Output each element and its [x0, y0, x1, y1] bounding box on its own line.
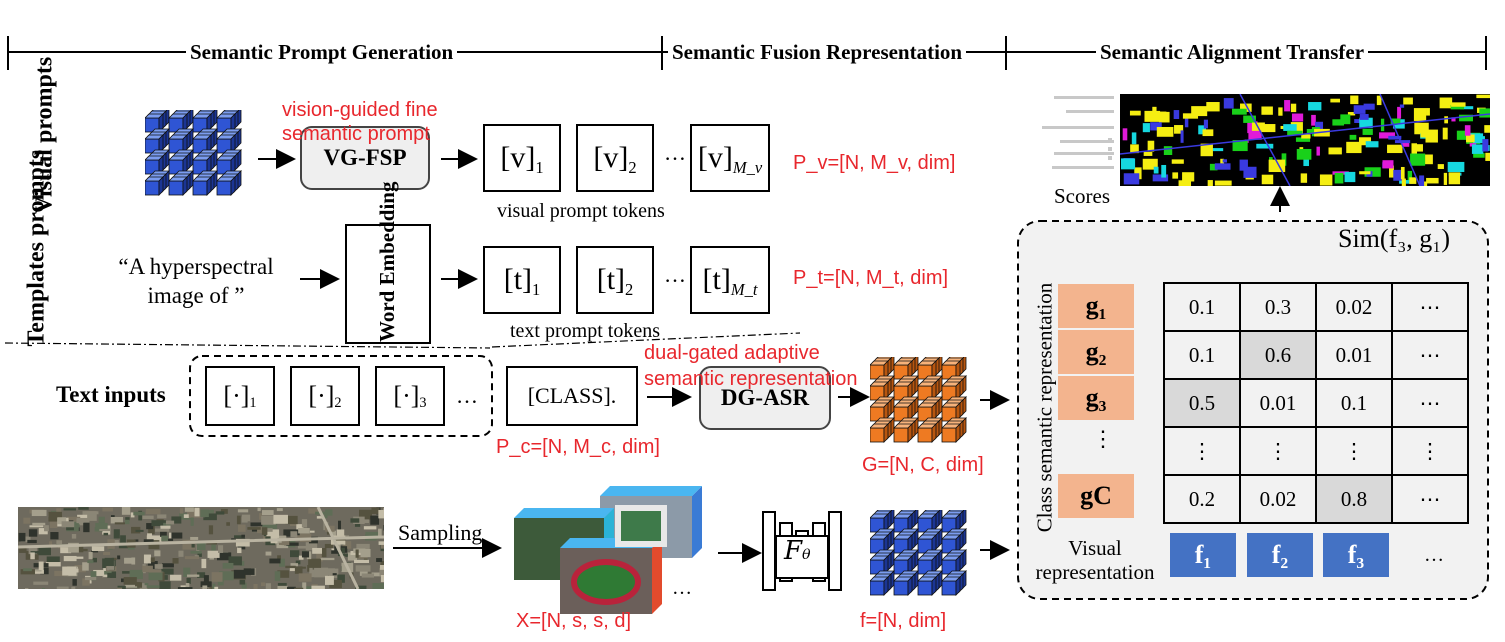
vg-fsp-module: VG-FSP	[300, 126, 430, 190]
score-bars-icon	[1042, 96, 1114, 169]
sampling-label: Sampling	[398, 520, 483, 545]
header-semantic-alignment-transfer: Semantic Alignment Transfer	[1096, 40, 1369, 65]
dg-asr-module: DG-ASR	[699, 366, 831, 430]
class-embedding-gc: gC	[1058, 474, 1134, 518]
similarity-cell: ⋯	[1391, 330, 1469, 380]
dg-asr-description: dual-gated adaptive semantic representat…	[644, 342, 858, 390]
header-semantic-prompt-generation: Semantic Prompt Generation	[186, 40, 458, 65]
similarity-cell: 0.6	[1239, 330, 1317, 380]
similarity-cell: ⋮	[1163, 426, 1241, 476]
word-embedding-module: Word Embedding	[345, 182, 431, 344]
visual-token-1: [v]1	[483, 124, 561, 192]
visual-feature-f2: f₂	[1247, 533, 1313, 577]
similarity-cell: ⋯	[1391, 378, 1469, 428]
similarity-cell: ⋮	[1315, 426, 1393, 476]
class-embedding-g2: g₂	[1058, 330, 1134, 374]
similarity-cell: ⋮	[1391, 426, 1469, 476]
g-shape: G=[N, C, dim]	[862, 454, 984, 476]
text-token-mt: [t]M_t	[690, 246, 770, 314]
text-prompt-tokens-caption: text prompt tokens	[510, 320, 660, 342]
sampled-patches-icon	[514, 486, 702, 614]
similarity-cell: ⋮	[1239, 426, 1317, 476]
visual-feature-f1: f₁	[1170, 533, 1236, 577]
visual-feature-cubes-icon	[145, 110, 242, 196]
sim-formula: Sim(f₃, g₁)	[1338, 224, 1451, 253]
similarity-cell: 0.1	[1315, 378, 1393, 428]
similarity-cell: ⋯	[1391, 282, 1469, 332]
vg-fsp-description: vision-guided fine semantic prompt	[282, 99, 438, 145]
f-shape: f=[N, dim]	[860, 610, 947, 632]
similarity-cell: 0.02	[1239, 474, 1317, 524]
class-token: [CLASS].	[506, 366, 638, 426]
class-semantic-representation-label: Class semantic representation	[1032, 282, 1057, 533]
class-feature-cubes-icon	[870, 357, 967, 443]
similarity-row: ⋮⋮⋮⋮	[1163, 426, 1469, 476]
feature-extractor-label: Fθ	[784, 536, 811, 566]
similarity-cell: 0.2	[1163, 474, 1241, 524]
visual-feature-f3: f₃	[1323, 533, 1389, 577]
pt-shape: P_t=[N, M_t, dim]	[793, 267, 949, 289]
text-token-ellipsis: …	[664, 262, 686, 287]
visual-token-ellipsis: …	[664, 140, 686, 165]
classification-map	[1120, 94, 1490, 186]
similarity-cell: 0.8	[1315, 474, 1393, 524]
feature-extractor-icon	[762, 511, 842, 591]
aerial-hyperspectral-image	[18, 507, 384, 589]
text-token-1: [t]1	[483, 246, 561, 314]
visual-feature-ellipsis: …	[1424, 544, 1444, 566]
similarity-cell: 0.3	[1239, 282, 1317, 332]
header-semantic-fusion-representation: Semantic Fusion Representation	[668, 40, 967, 65]
similarity-cell: 0.1	[1163, 282, 1241, 332]
patch-ellipsis: …	[672, 577, 692, 599]
similarity-cell: 0.1	[1163, 330, 1241, 380]
similarity-cell: 0.01	[1239, 378, 1317, 428]
visual-prompt-tokens-caption: visual prompt tokens	[497, 200, 665, 222]
similarity-cell: 0.5	[1163, 378, 1241, 428]
visual-token-mv: [v]M_v	[690, 124, 770, 192]
pc-shape: P_c=[N, M_c, dim]	[496, 436, 660, 458]
image-feature-cubes-icon	[870, 510, 967, 596]
row-label-templates-prompts: Templates prompts	[23, 149, 50, 347]
class-embedding-g3: g₃	[1058, 376, 1134, 420]
pv-shape: P_v=[N, M_v, dim]	[793, 152, 956, 174]
class-embedding-g1: g₁	[1058, 284, 1134, 328]
similarity-cell: 0.02	[1315, 282, 1393, 332]
scores-label: Scores	[1054, 184, 1110, 208]
input-token-3: [·]3	[375, 366, 445, 426]
class-embedding-vellipsis: ⋮	[1092, 426, 1114, 451]
input-token-1: [·]1	[205, 366, 275, 426]
text-token-2: [t]2	[576, 246, 654, 314]
row-label-text-inputs: Text inputs	[56, 382, 166, 407]
similarity-cell: 0.01	[1315, 330, 1393, 380]
x-shape: X=[N, s, s, d]	[516, 610, 632, 632]
similarity-cell: ⋯	[1391, 474, 1469, 524]
input-token-2: [·]2	[290, 366, 360, 426]
input-token-ellipsis: …	[456, 383, 478, 408]
visual-token-2: [v]2	[576, 124, 654, 192]
